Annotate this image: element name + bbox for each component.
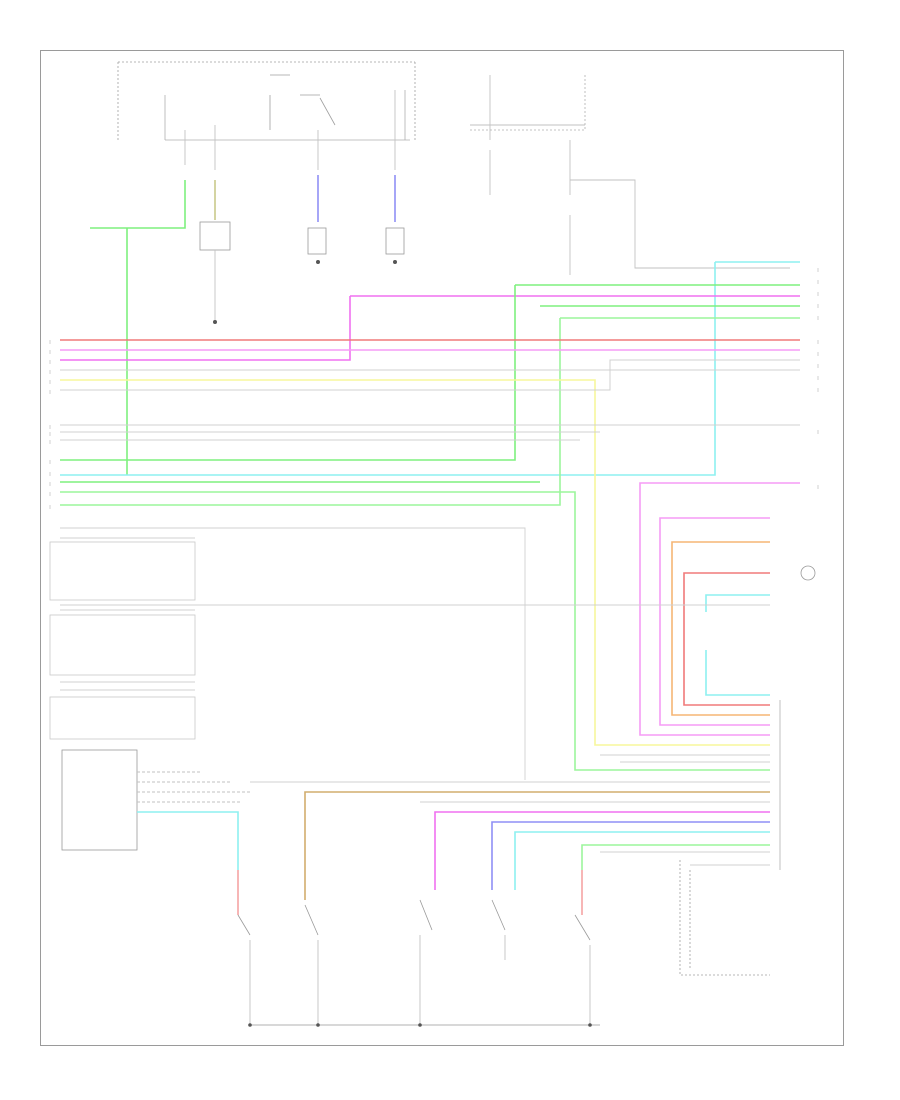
module-wires (60, 527, 770, 780)
wire-gray-bus-2 (60, 359, 800, 391)
wire-gray-bottom-2 (600, 754, 770, 866)
temperature-sensor-symbol (800, 565, 816, 581)
ground-point-2 (316, 260, 320, 264)
fuse-right-wire (470, 75, 585, 275)
switch-drops (249, 935, 591, 1025)
wire-green-1 (90, 180, 186, 229)
top-feed-wires (184, 90, 396, 170)
wire-green-right-2 (60, 317, 800, 506)
module-box-2 (49, 614, 196, 676)
wire-cyan-right (705, 594, 770, 696)
module-box-1 (49, 541, 196, 601)
wire-tan-bottom (304, 791, 770, 900)
wire-cyan-top (60, 261, 800, 476)
wire-cyan-bottom (137, 811, 239, 870)
control-switch-box (61, 749, 138, 851)
wire-cyan-bottom-2 (514, 831, 770, 890)
right-connector-pins (49, 268, 819, 509)
ground-point-4 (248, 1023, 252, 1027)
ground-point-1 (213, 320, 217, 324)
wire-green-bottom (581, 844, 770, 870)
wire-red-right (683, 572, 770, 706)
wire-orange-right (671, 541, 770, 716)
wire-pink-right (639, 482, 800, 736)
module-box-3 (49, 696, 196, 740)
wire-magenta-bottom (434, 811, 770, 890)
blower-relay-box (199, 221, 231, 251)
blower-motor-1-box (307, 227, 327, 255)
wire-green-low-1 (60, 491, 770, 771)
switch-right-dashed (470, 75, 586, 131)
ground-point-6 (418, 1023, 422, 1027)
relay-box-outline (164, 90, 410, 141)
blower-motor-2-box (385, 227, 405, 255)
wire-gray-bottom-1 (250, 781, 770, 803)
ground-point-3 (393, 260, 397, 264)
control-wires (137, 771, 250, 803)
wire-gray-bus-3 (60, 424, 800, 441)
wire-pink-right-2 (659, 517, 770, 726)
switch-connector-lines (570, 179, 790, 269)
module-dashed-right (679, 860, 770, 976)
wire-green-right-1 (60, 284, 800, 461)
ground-point-5 (316, 1023, 320, 1027)
switch-contacts (237, 899, 591, 941)
fuse-block-outline (117, 61, 416, 140)
wire-yellow-bus (60, 379, 770, 746)
wire-blue-bottom (491, 821, 770, 890)
diagram-border (40, 50, 844, 1046)
wire-magenta-top (60, 295, 800, 361)
relay-coil-contact (269, 74, 336, 130)
ground-point-7 (588, 1023, 592, 1027)
